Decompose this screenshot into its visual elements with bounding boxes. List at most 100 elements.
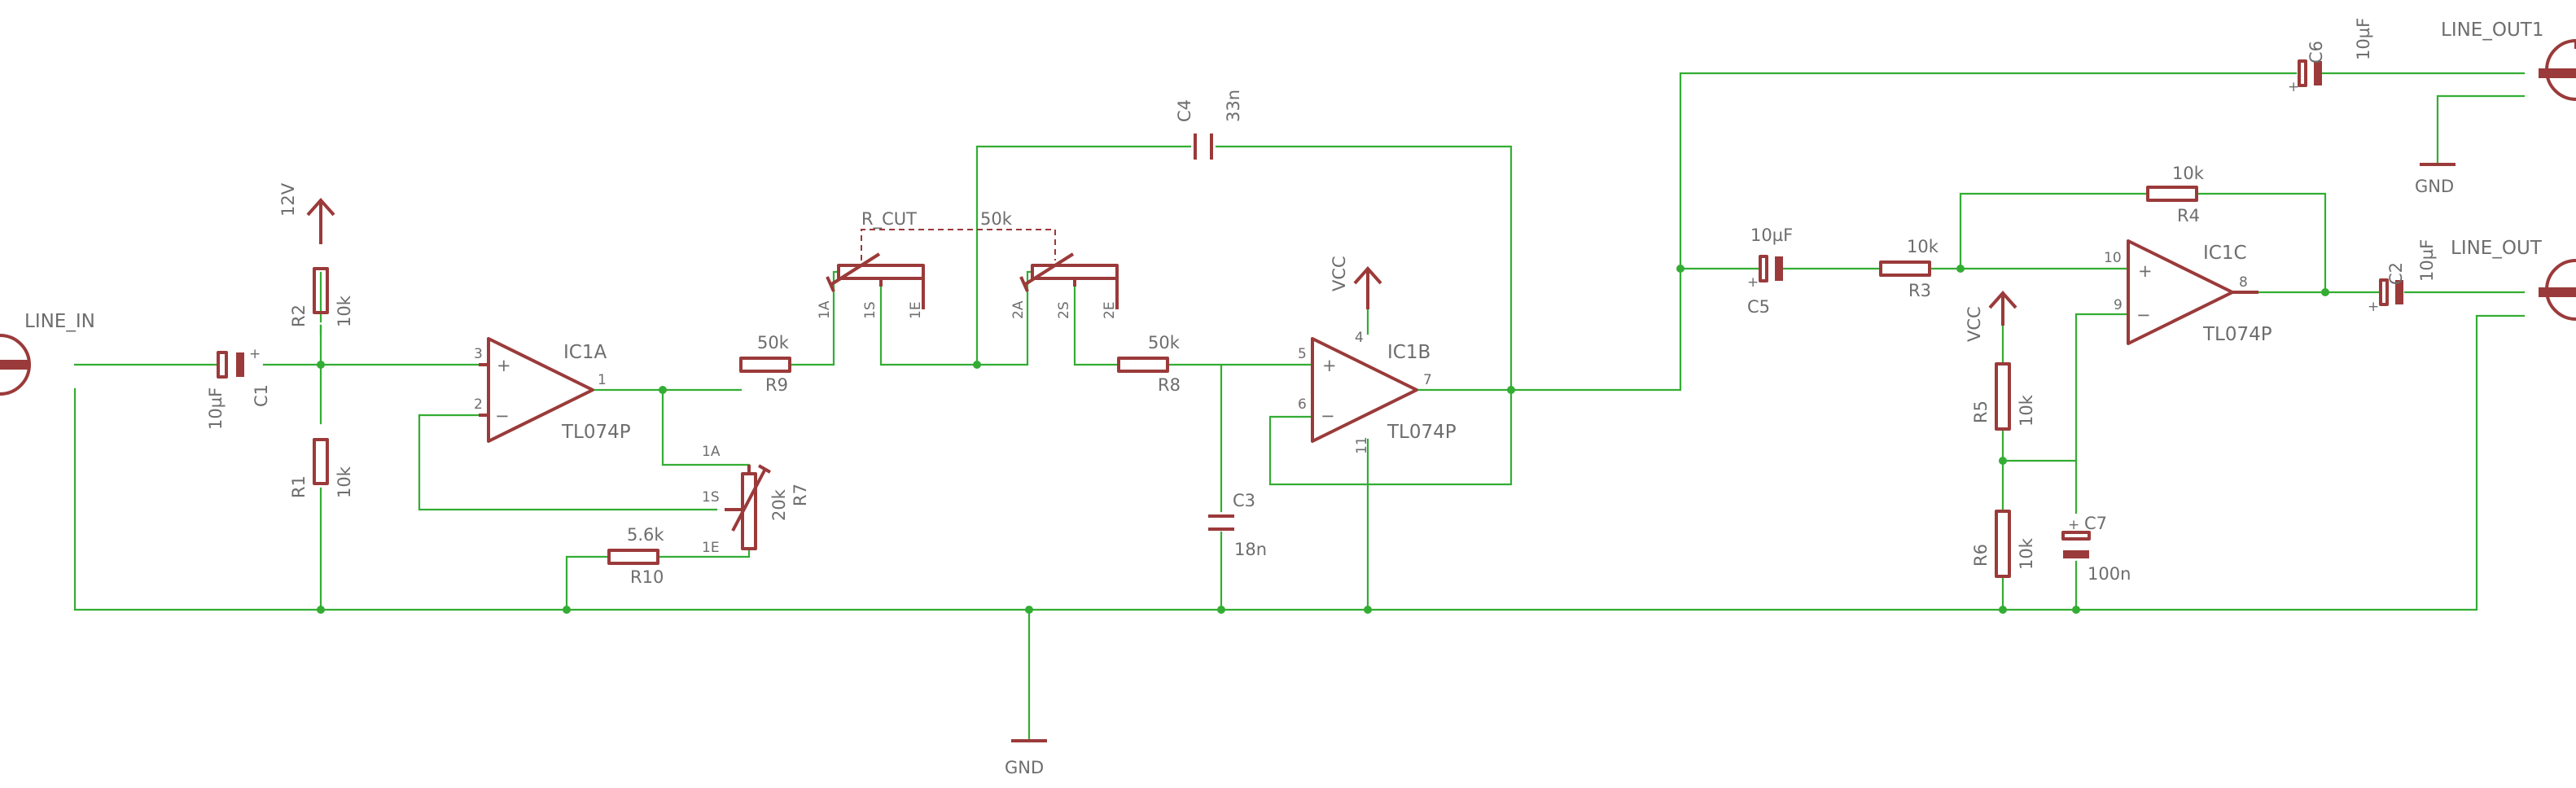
resistor-r2-name: R2 (289, 304, 309, 327)
jack-socket-icon (0, 334, 31, 396)
resistor-r8[interactable]: 50k R8 (1117, 333, 1181, 395)
jack-pin-icon (2539, 68, 2576, 78)
opamp-ic1a-value: TL074P (561, 422, 631, 443)
wire-r4-left (1959, 192, 2149, 270)
resistor-r9-name: R9 (765, 375, 788, 395)
opamp-ic1c-minus: − (2136, 305, 2151, 325)
resistor-r9-body (739, 357, 791, 373)
resistor-r2[interactable]: R2 10k (289, 267, 354, 327)
resistor-r6[interactable]: R6 10k (1971, 510, 2036, 578)
capacitor-c6-plate-b (2314, 61, 2322, 85)
potentiometer-r7[interactable]: 1A 1S 1E 20k R7 (702, 444, 810, 556)
opamp-ic1b-triangle (1311, 337, 1418, 443)
resistor-r4[interactable]: 10k R4 (2146, 164, 2205, 225)
opamp-ic1b-pin-gnd: 11 (1354, 436, 1370, 454)
jack-pin-icon (2539, 287, 2576, 297)
potentiometer-r7-value: 20k (769, 488, 789, 521)
junction-dot (1217, 606, 1225, 614)
connector-line-out[interactable]: LINE_OUT (2451, 238, 2576, 321)
opamp-ic1a[interactable]: + − 3 2 1 IC1A TL074P (474, 337, 631, 443)
wire-ic1b-out (1415, 72, 2298, 392)
opamp-ic1b-pin-plus: 5 (1298, 346, 1307, 362)
capacitor-c4-value: 33n (1224, 90, 1243, 122)
arrow-up-icon (1353, 265, 1382, 309)
connector-line-in[interactable]: LINE_IN (0, 311, 95, 396)
capacitor-c1-value: 10µF (206, 387, 226, 430)
opamp-ic1b-pin-vcc: 4 (1355, 330, 1364, 346)
opamp-ic1b-pin-minus: 6 (1298, 396, 1307, 413)
resistor-r5-body (1995, 362, 2011, 431)
opamp-ic1b-plus: + (1322, 356, 1337, 375)
resistor-r6-value: 10k (2017, 537, 2036, 570)
capacitor-c7-plus: + (2068, 517, 2079, 533)
resistor-r9[interactable]: 50k R9 (739, 333, 791, 395)
capacitor-c6[interactable]: + C6 10µF (2288, 18, 2373, 95)
resistor-r10[interactable]: 5.6k R10 (607, 525, 664, 587)
resistor-r8-name: R8 (1158, 375, 1181, 395)
resistor-r1-value: 10k (335, 466, 354, 498)
capacitor-c1-plate-a (217, 351, 228, 379)
resistor-r4-name: R4 (2177, 206, 2200, 225)
junction-dot (317, 606, 325, 614)
resistor-r1[interactable]: R1 10k (289, 438, 354, 498)
capacitor-c1[interactable]: + 10µF C1 (206, 346, 271, 430)
capacitor-c4-plates (1194, 134, 1213, 160)
resistor-r3-name: R3 (1908, 281, 1931, 300)
junction-dot (973, 361, 981, 369)
pot-rcut-pin-2a: 2A (1010, 300, 1027, 319)
pot-r7-pin-s: 1S (702, 489, 720, 506)
capacitor-c3-value: 18n (1234, 540, 1267, 559)
opamp-ic1c[interactable]: + − 10 9 8 IC1C TL074P (2104, 239, 2272, 345)
resistor-r4-body (2146, 186, 2198, 202)
supply-vcc-ic1b: VCC (1330, 256, 1382, 309)
pot-r7-pin-e: 1E (702, 540, 720, 556)
junction-dot (1999, 606, 2007, 614)
potentiometer-r-cut-name: R_CUT (861, 209, 917, 230)
potentiometer-r-cut[interactable]: R_CUT 50k 1A 1S 1E 2A 2S 2E (817, 209, 1119, 319)
wire-r10-r7e (656, 547, 751, 558)
capacitor-c5-name: C5 (1747, 297, 1770, 317)
resistor-r5-value: 10k (2017, 394, 2036, 427)
supply-vcc-r5: VCC (1965, 290, 2017, 342)
capacitor-c1-plus: + (249, 346, 261, 362)
resistor-r5[interactable]: R5 10k (1971, 362, 2036, 431)
opamp-ic1c-name: IC1C (2203, 243, 2247, 264)
resistor-r1-body (313, 438, 329, 485)
capacitor-c2-name: C2 (2386, 262, 2406, 285)
capacitor-c7[interactable]: + C7 100n (2061, 514, 2131, 584)
opamp-ic1a-pin-plus: 3 (474, 346, 483, 362)
pot-r7-pin-a: 1A (702, 444, 721, 460)
resistor-r3[interactable]: 10k R3 (1879, 237, 1939, 300)
supply-label-12v: 12V (278, 182, 298, 217)
potentiometer-wiper-icon (725, 464, 771, 532)
junction-dot (1507, 386, 1515, 394)
capacitor-c2-plate-a (2379, 278, 2389, 306)
opamp-ic1a-plus: + (497, 356, 511, 375)
port-label-line-out1: LINE_OUT1 (2441, 20, 2543, 41)
connector-line-out1[interactable]: LINE_OUT1 (2441, 20, 2576, 101)
capacitor-c3[interactable]: C3 18n (1208, 491, 1267, 559)
capacitor-c2[interactable]: + C2 10µF (2368, 239, 2437, 315)
opamp-ic1a-name: IC1A (563, 342, 607, 363)
junction-dot (317, 361, 325, 369)
pot-rcut-pin-2e: 2E (1102, 301, 1118, 319)
wire-r9-rcut1a (788, 270, 840, 366)
junction-dot (2321, 288, 2329, 296)
wire-rcut-mid (879, 270, 1034, 366)
port-label-line-out: LINE_OUT (2451, 238, 2543, 259)
pot-rcut-pin-1e: 1E (908, 301, 924, 319)
resistor-r4-value: 10k (2172, 164, 2205, 183)
capacitor-c5-plate-b (1775, 256, 1783, 281)
capacitor-c6-plate-a (2298, 59, 2307, 87)
supply-label-gnd-out1: GND (2415, 177, 2454, 196)
junction-dot (1999, 457, 2007, 465)
opamp-ic1c-pin-plus: 10 (2104, 250, 2122, 266)
wire-r4-right (2195, 192, 2327, 294)
resistor-r3-value: 10k (1907, 237, 1939, 256)
opamp-ic1b[interactable]: + − 5 6 7 4 11 IC1B TL074P (1298, 330, 1457, 454)
capacitor-c5[interactable]: + 10µF C5 (1747, 225, 1793, 317)
potentiometer-wiper-icon (1019, 252, 1075, 292)
capacitor-c4[interactable]: C4 33n (1175, 90, 1243, 160)
junction-dot (2072, 606, 2080, 614)
opamp-ic1c-value: TL074P (2202, 324, 2272, 345)
